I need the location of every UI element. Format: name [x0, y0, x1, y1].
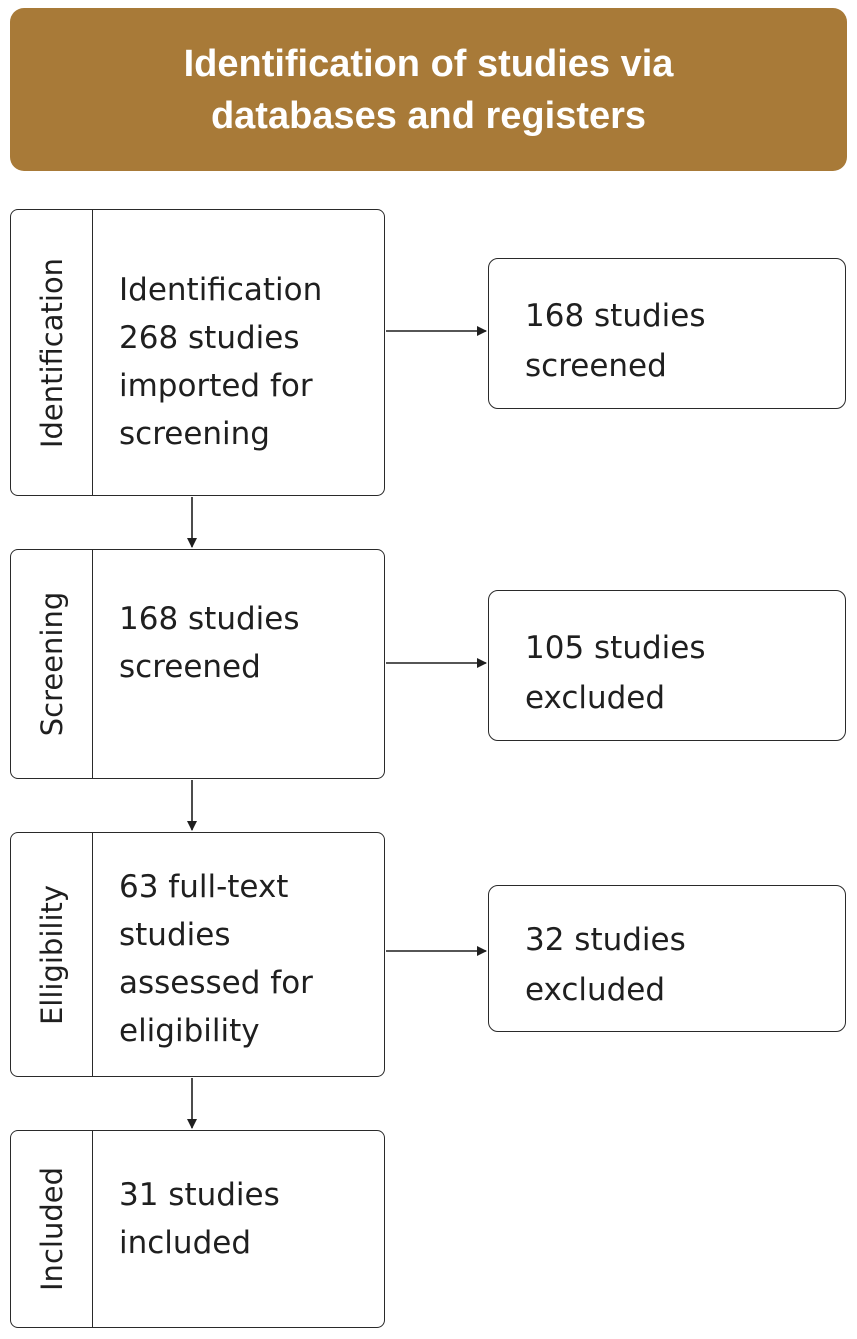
stage-label-cell: Identification — [11, 210, 93, 495]
side-box-screened: 168 studies screened — [488, 258, 846, 409]
stage-included: Included 31 studies included — [10, 1130, 385, 1328]
diagram-title: Identification of studies via databases … — [10, 8, 847, 171]
stage-text-line: 268 studies — [119, 320, 300, 356]
stage-text-line: screening — [119, 416, 270, 452]
stage-text: 168 studies screened — [119, 595, 300, 691]
stage-label-cell: Included — [11, 1131, 93, 1327]
side-box-excluded-screening: 105 studies excluded — [488, 590, 846, 741]
side-text-line: excluded — [525, 680, 666, 716]
stage-screening: Screening 168 studies screened — [10, 549, 385, 779]
stage-text-line: studies — [119, 917, 231, 953]
side-text-line: 168 studies — [525, 298, 706, 334]
side-text-line: excluded — [525, 972, 666, 1008]
side-text: 32 studies excluded — [525, 915, 686, 1015]
stage-text-line: screened — [119, 649, 261, 685]
stage-text-line: eligibility — [119, 1013, 260, 1049]
side-text: 168 studies screened — [525, 291, 706, 391]
side-text-line: screened — [525, 348, 667, 384]
stage-label-cell: Elligibility — [11, 833, 93, 1076]
stage-text-line: Identification — [119, 272, 323, 308]
side-text-line: 32 studies — [525, 922, 686, 958]
stage-text-line: imported for — [119, 368, 313, 404]
stage-text: 31 studies included — [119, 1171, 280, 1267]
stage-text: Identification 268 studies imported for … — [119, 266, 322, 458]
stage-text-line: 31 studies — [119, 1177, 280, 1213]
side-text: 105 studies excluded — [525, 623, 706, 723]
stage-text: 63 full-text studies assessed for eligib… — [119, 863, 313, 1055]
side-text-line: 105 studies — [525, 630, 706, 666]
stage-label-cell: Screening — [11, 550, 93, 778]
stage-text-line: 168 studies — [119, 601, 300, 637]
title-line-1: Identification of studies via — [183, 42, 674, 85]
side-box-excluded-eligibility: 32 studies excluded — [488, 885, 846, 1032]
title-line-2: databases and registers — [210, 94, 647, 137]
stage-text-line: 63 full-text — [119, 869, 289, 905]
stage-text-line: assessed for — [119, 965, 313, 1001]
stage-identification: Identification Identification 268 studie… — [10, 209, 385, 496]
stage-text-line: included — [119, 1225, 251, 1261]
stage-eligibility: Elligibility 63 full-text studies assess… — [10, 832, 385, 1077]
